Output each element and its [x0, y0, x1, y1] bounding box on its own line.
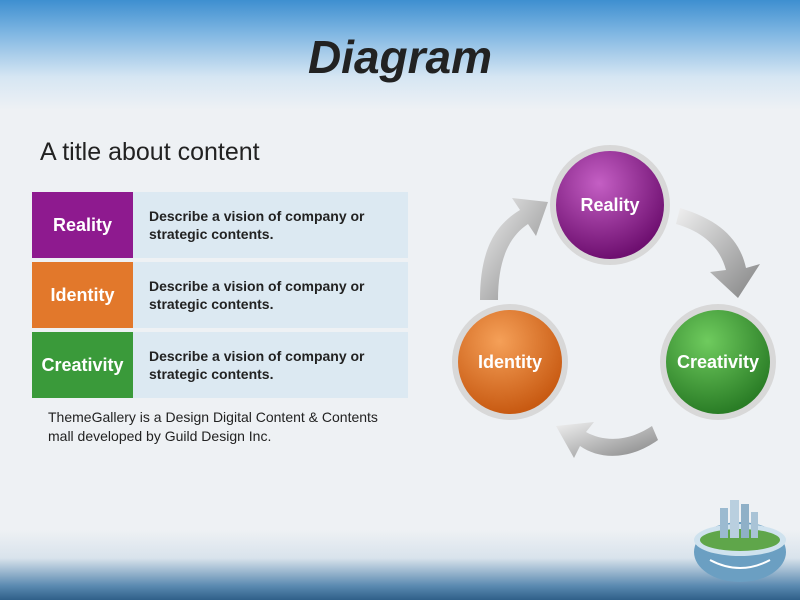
- cycle-diagram: Reality Identity Creativity: [452, 145, 776, 458]
- node-reality: Reality: [550, 145, 670, 265]
- table-row: Identity Describe a vision of company or…: [32, 262, 408, 328]
- row-tag-identity: Identity: [32, 262, 133, 328]
- content-table: Reality Describe a vision of company or …: [32, 192, 408, 402]
- slide-title: Diagram: [307, 31, 493, 83]
- arrow-reality-to-creativity: [676, 208, 760, 298]
- node-label-reality: Reality: [580, 195, 639, 215]
- node-label-creativity: Creativity: [677, 352, 759, 372]
- content-subtitle: A title about content: [40, 138, 260, 166]
- table-row: Reality Describe a vision of company or …: [32, 192, 408, 258]
- footer-band: [0, 530, 800, 600]
- row-description: Describe a vision of company or strategi…: [133, 332, 408, 398]
- row-tag-reality: Reality: [32, 192, 133, 258]
- node-label-identity: Identity: [478, 352, 542, 372]
- row-tag-creativity: Creativity: [32, 332, 133, 398]
- header-band: [0, 0, 800, 110]
- node-identity: Identity: [452, 304, 568, 420]
- table-row: Creativity Describe a vision of company …: [32, 332, 408, 398]
- city-globe-icon: [694, 500, 786, 582]
- row-description: Describe a vision of company or strategi…: [133, 192, 408, 258]
- arrow-creativity-to-identity: [556, 422, 658, 458]
- row-description: Describe a vision of company or strategi…: [133, 262, 408, 328]
- arrow-identity-to-reality: [480, 198, 548, 300]
- footnote-text: ThemeGallery is a Design Digital Content…: [48, 409, 378, 444]
- node-creativity: Creativity: [660, 304, 776, 420]
